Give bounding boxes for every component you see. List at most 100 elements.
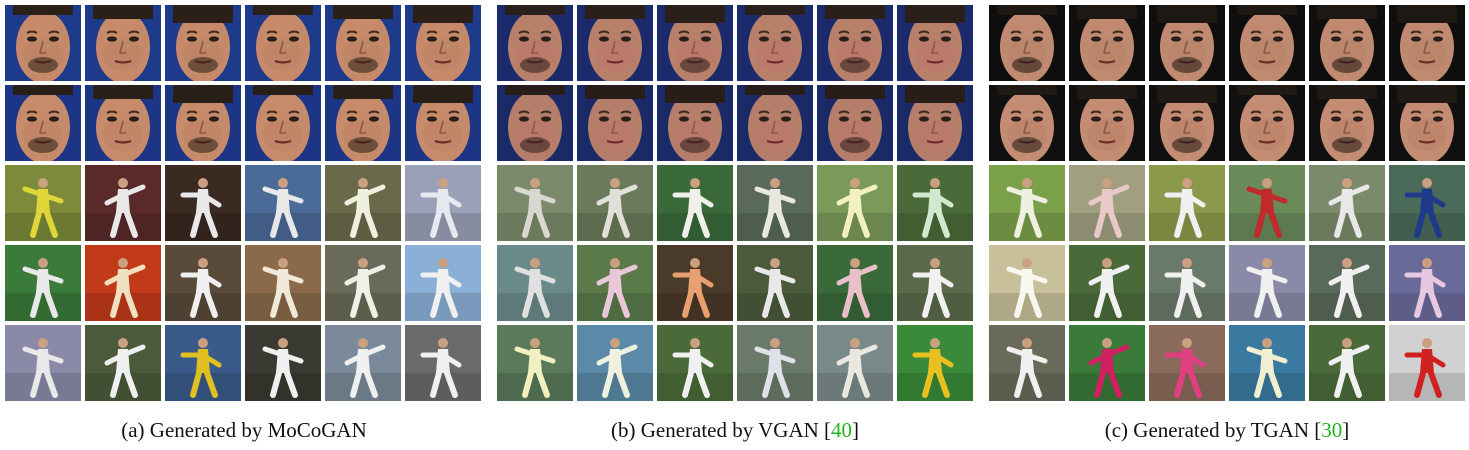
taichi-frame-image <box>1229 245 1305 321</box>
taichi-frame-image <box>1309 325 1385 401</box>
face-frame-image <box>897 5 973 81</box>
taichi-frame-image <box>325 245 401 321</box>
taichi-frame-image <box>897 165 973 241</box>
taichi-frame-image <box>1309 245 1385 321</box>
caption-close: ] <box>852 418 860 442</box>
face-frame-image <box>165 85 241 161</box>
face-frame-image <box>85 5 161 81</box>
taichi-frame-image <box>245 325 321 401</box>
panel-vgan <box>497 5 975 403</box>
taichi-frame-image <box>405 245 481 321</box>
taichi-frame-image <box>737 325 813 401</box>
face-frame-image <box>989 85 1065 161</box>
caption-close: ] <box>1342 418 1350 442</box>
taichi-frame-image <box>737 165 813 241</box>
face-frame-image <box>1149 85 1225 161</box>
face-frame-image <box>1069 85 1145 161</box>
video-frame-grid <box>497 5 975 403</box>
face-frame-image <box>1389 85 1465 161</box>
face-frame-image <box>165 5 241 81</box>
face-frame-image <box>245 5 321 81</box>
taichi-frame-image <box>897 245 973 321</box>
face-frame-image <box>497 5 573 81</box>
taichi-frame-image <box>245 245 321 321</box>
taichi-frame-image <box>989 165 1065 241</box>
taichi-frame-image <box>1069 245 1145 321</box>
caption-text: (b) Generated by VGAN [ <box>610 418 832 442</box>
video-frame-grid <box>989 5 1467 403</box>
taichi-frame-image <box>405 325 481 401</box>
face-frame-image <box>1149 5 1225 81</box>
face-frame-image <box>405 85 481 161</box>
citation-link[interactable]: 40 <box>831 418 853 442</box>
face-frame-image <box>577 85 653 161</box>
taichi-frame-image <box>1389 325 1465 401</box>
caption-c: (c) Generated by TGAN [30] <box>1105 418 1350 443</box>
taichi-frame-image <box>1389 165 1465 241</box>
taichi-frame-image <box>737 245 813 321</box>
taichi-frame-image <box>5 245 81 321</box>
taichi-frame-image <box>1389 245 1465 321</box>
taichi-frame-image <box>897 325 973 401</box>
face-frame-image <box>5 85 81 161</box>
taichi-frame-image <box>5 325 81 401</box>
taichi-frame-image <box>989 325 1065 401</box>
taichi-frame-image <box>577 165 653 241</box>
taichi-frame-image <box>577 245 653 321</box>
face-frame-image <box>1309 5 1385 81</box>
face-frame-image <box>577 5 653 81</box>
taichi-frame-image <box>165 165 241 241</box>
face-frame-image <box>897 85 973 161</box>
taichi-frame-image <box>1149 325 1225 401</box>
taichi-frame-image <box>85 245 161 321</box>
caption-b: (b) Generated by VGAN [40] <box>611 418 859 443</box>
face-frame-image <box>85 85 161 161</box>
taichi-frame-image <box>165 325 241 401</box>
panel-mocogan <box>5 5 483 403</box>
taichi-frame-image <box>1309 165 1385 241</box>
face-frame-image <box>5 5 81 81</box>
taichi-frame-image <box>1229 165 1305 241</box>
face-frame-image <box>817 85 893 161</box>
face-frame-image <box>1069 5 1145 81</box>
taichi-frame-image <box>5 165 81 241</box>
taichi-frame-image <box>1069 165 1145 241</box>
taichi-frame-image <box>497 325 573 401</box>
taichi-frame-image <box>405 165 481 241</box>
face-frame-image <box>1389 5 1465 81</box>
caption-text: (a) Generated by MoCoGAN <box>121 418 367 442</box>
taichi-frame-image <box>1069 325 1145 401</box>
taichi-frame-image <box>497 165 573 241</box>
taichi-frame-image <box>657 325 733 401</box>
taichi-frame-image <box>245 165 321 241</box>
face-frame-image <box>817 5 893 81</box>
taichi-frame-image <box>577 325 653 401</box>
taichi-frame-image <box>1229 325 1305 401</box>
taichi-frame-image <box>817 325 893 401</box>
face-frame-image <box>737 85 813 161</box>
face-frame-image <box>737 5 813 81</box>
face-frame-image <box>325 85 401 161</box>
taichi-frame-image <box>85 325 161 401</box>
taichi-frame-image <box>1149 165 1225 241</box>
face-frame-image <box>1229 85 1305 161</box>
face-frame-image <box>245 85 321 161</box>
face-frame-image <box>1309 85 1385 161</box>
face-frame-image <box>657 5 733 81</box>
caption-text: (c) Generated by TGAN [ <box>1104 418 1322 442</box>
taichi-frame-image <box>817 245 893 321</box>
video-frame-grid <box>5 5 483 403</box>
taichi-frame-image <box>989 245 1065 321</box>
caption-a: (a) Generated by MoCoGAN <box>121 418 367 443</box>
citation-link[interactable]: 30 <box>1321 418 1343 442</box>
taichi-frame-image <box>325 325 401 401</box>
taichi-frame-image <box>325 165 401 241</box>
taichi-frame-image <box>85 165 161 241</box>
taichi-frame-image <box>817 165 893 241</box>
panel-tgan <box>989 5 1467 403</box>
taichi-frame-image <box>657 165 733 241</box>
face-frame-image <box>325 5 401 81</box>
face-frame-image <box>657 85 733 161</box>
taichi-frame-image <box>165 245 241 321</box>
face-frame-image <box>989 5 1065 81</box>
